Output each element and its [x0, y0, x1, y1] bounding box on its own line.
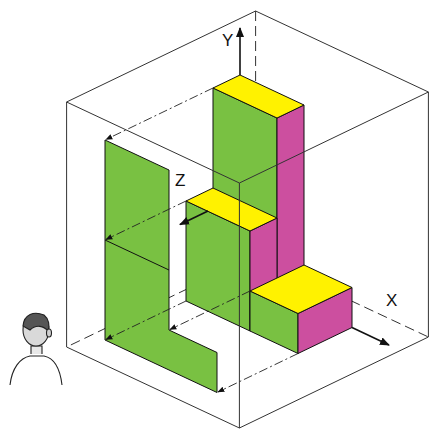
- front-view-edge: [105, 240, 169, 270]
- projection-line: [106, 301, 186, 340]
- observer-neck: [31, 346, 42, 354]
- box-edge: [428, 92, 429, 337]
- glass-box: [67, 11, 429, 428]
- top-face: [250, 265, 352, 314]
- y-axis: [239, 28, 241, 75]
- box-edge: [66, 102, 67, 347]
- axis-label: Z: [175, 172, 185, 189]
- axis-label: X: [386, 292, 397, 309]
- observer-head: [23, 314, 49, 346]
- observer-shoulders: [10, 356, 62, 385]
- observer-ear: [47, 329, 52, 337]
- observer-hair: [23, 313, 49, 331]
- axes: [180, 28, 389, 345]
- observer: [10, 313, 62, 385]
- front-view-outline: [105, 140, 217, 393]
- projection-line: [170, 291, 250, 330]
- axis-label: Y: [222, 32, 233, 49]
- top-face: [186, 188, 277, 231]
- projection-line: [106, 88, 213, 140]
- box-edge: [239, 183, 240, 428]
- front-view: [105, 140, 217, 393]
- stepped-object: [186, 75, 352, 354]
- x-axis: [352, 328, 389, 346]
- projection-line: [106, 201, 186, 240]
- box-top: [67, 11, 429, 183]
- box-bottom: [67, 337, 429, 428]
- projection-line: [218, 354, 298, 393]
- z-axis: [180, 211, 208, 225]
- top-face: [213, 75, 304, 118]
